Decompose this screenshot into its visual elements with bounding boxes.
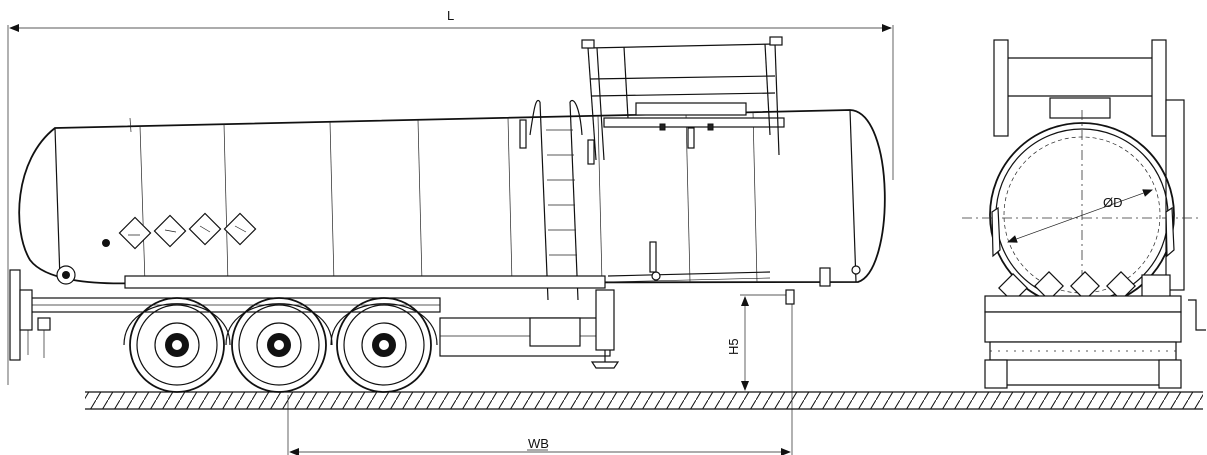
rear-frame (984, 295, 1206, 389)
chassis-frame (29, 241, 861, 357)
dimension-height: H5 (726, 294, 790, 391)
dimension-height-label: H5 (726, 338, 741, 355)
rear-tank: ØD (962, 110, 1202, 330)
side-view (9, 36, 886, 393)
tank-body (18, 109, 886, 285)
wheel-middle (231, 297, 327, 393)
hazard-placards (102, 212, 257, 250)
front-fittings (9, 269, 51, 361)
wheel-front (129, 297, 225, 393)
landing-gear (590, 289, 795, 369)
ladder (519, 99, 595, 301)
rear-railing (993, 39, 1185, 291)
rear-hazard-placards (998, 271, 1171, 303)
mudguards (123, 303, 438, 346)
dimension-diameter-label: ØD (1103, 195, 1123, 210)
dimension-wheelbase: WB (287, 300, 793, 455)
dimension-length: L (7, 8, 894, 385)
wheel-rear (336, 297, 432, 393)
dimension-wheelbase-label: WB (528, 436, 549, 451)
dimension-length-label: L (447, 8, 454, 23)
rear-view: ØD (962, 39, 1206, 389)
top-platform (581, 36, 785, 161)
ground-hatch (85, 391, 1203, 410)
